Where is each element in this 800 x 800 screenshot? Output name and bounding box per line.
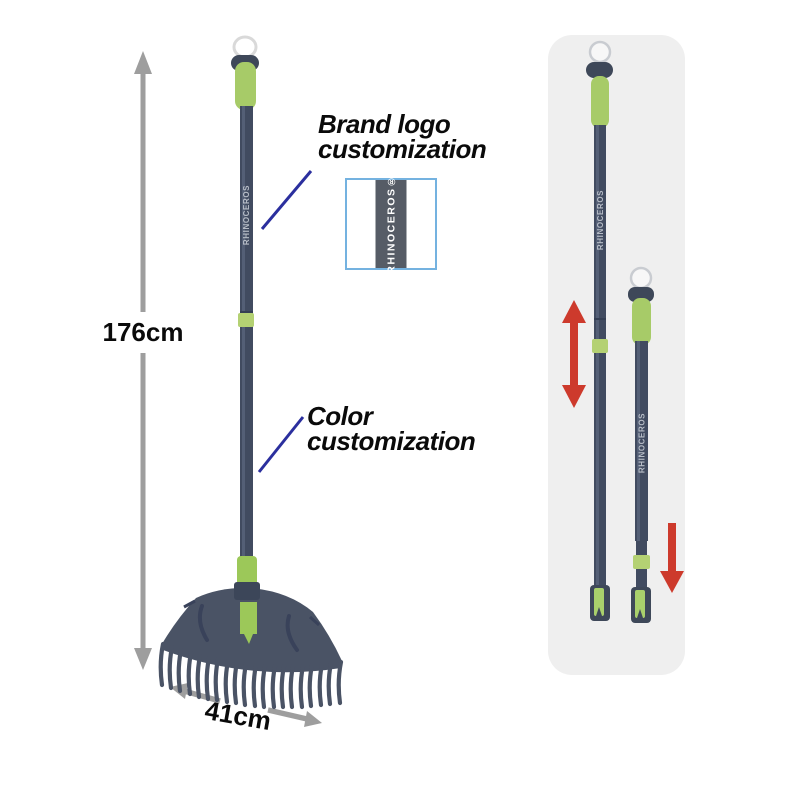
color-callout: Color customization xyxy=(307,401,476,456)
hang-loop-icon xyxy=(588,40,612,64)
rake-tines xyxy=(158,641,344,710)
retract-arrow-icon xyxy=(660,523,684,593)
rake-head xyxy=(158,556,344,710)
pole-extended-graphic: RHINOCEROS xyxy=(586,40,613,621)
height-dimension-label: 176cm xyxy=(99,312,187,353)
hang-loop-icon xyxy=(232,35,258,59)
shaft-brand-text: RHINOCEROS xyxy=(596,190,605,250)
rake-handle: RHINOCEROS xyxy=(231,35,259,558)
rake-graphic: RHINOCEROS xyxy=(158,35,344,710)
logo-box: RHINOCEROS® xyxy=(345,174,437,274)
height-arrow-icon xyxy=(134,51,152,670)
logo-strip: RHINOCEROS® xyxy=(375,174,407,274)
pole-detail-graphic: RHINOCEROS RHINOCEROS xyxy=(562,40,684,623)
logo-brand-text: RHINOCEROS® xyxy=(385,174,397,274)
pole-retracted-graphic: RHINOCEROS xyxy=(628,266,654,623)
hang-loop-icon xyxy=(629,266,653,290)
brand-pointer-line xyxy=(260,170,313,230)
color-pointer-line xyxy=(257,416,305,473)
shaft-brand-text: RHINOCEROS xyxy=(638,413,647,473)
pole-detail-panel: RHINOCEROS RHINOCEROS xyxy=(548,35,685,675)
shaft-brand-text: RHINOCEROS xyxy=(242,185,251,245)
brand-logo-callout: Brand logo customization xyxy=(318,109,487,164)
extend-arrow-icon xyxy=(562,300,586,408)
